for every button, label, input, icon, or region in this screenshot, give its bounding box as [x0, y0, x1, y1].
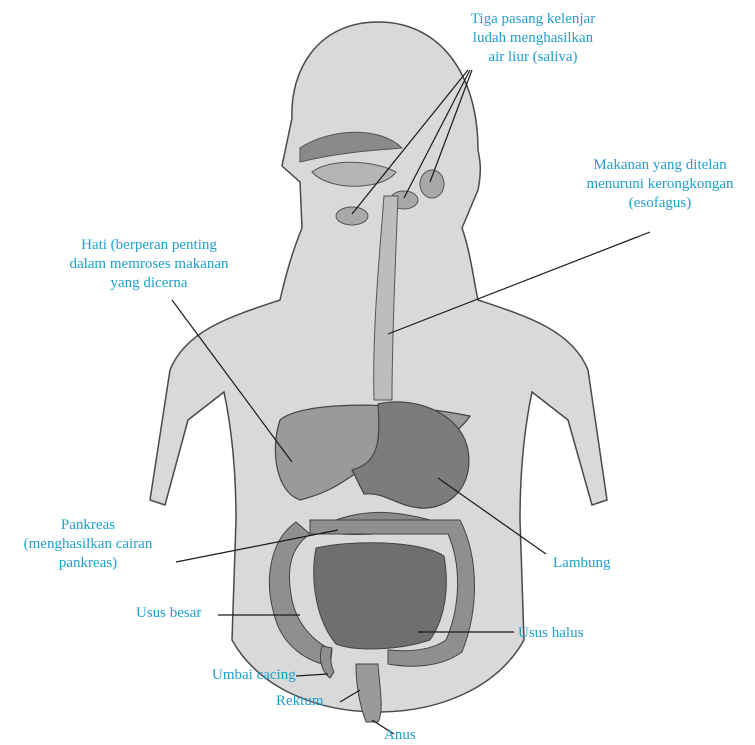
label-liver: Hati (berperan penting dalam memroses ma…	[44, 236, 254, 293]
label-salivary-line-1: Tiga pasang kelenjar	[440, 10, 626, 29]
label-anus: Anus	[384, 726, 416, 745]
label-appendix: Umbai cacing	[212, 666, 296, 685]
label-stomach: Lambung	[553, 554, 611, 573]
salivary-gland-parotid	[420, 170, 444, 198]
label-esophagus-line-3: (esofagus)	[566, 194, 754, 213]
salivary-gland-sublingual	[336, 207, 368, 225]
label-pancreas-line-2: (menghasilkan cairan	[0, 535, 176, 554]
label-liver-line-3: yang dicerna	[44, 274, 254, 293]
label-salivary-glands: Tiga pasang kelenjar ludah menghasilkan …	[440, 10, 626, 67]
label-pancreas-line-3: pankreas)	[0, 554, 176, 573]
label-rectum: Rektum	[276, 692, 324, 711]
label-pancreas: Pankreas (menghasilkan cairan pankreas)	[0, 516, 176, 573]
label-liver-line-1: Hati (berperan penting	[44, 236, 254, 255]
label-pancreas-line-1: Pankreas	[0, 516, 176, 535]
rectum	[356, 664, 381, 722]
label-esophagus-line-2: menuruni kerongkongan	[566, 175, 754, 194]
label-salivary-line-2: ludah menghasilkan	[440, 29, 626, 48]
label-esophagus-line-1: Makanan yang ditelan	[566, 156, 754, 175]
label-esophagus: Makanan yang ditelan menuruni kerongkong…	[566, 156, 754, 213]
small-intestine	[314, 543, 447, 649]
label-salivary-line-3: air liur (saliva)	[440, 48, 626, 67]
label-small-intestine: Usus halus	[518, 624, 583, 643]
label-large-intestine: Usus besar	[136, 604, 201, 623]
label-liver-line-2: dalam memroses makanan	[44, 255, 254, 274]
